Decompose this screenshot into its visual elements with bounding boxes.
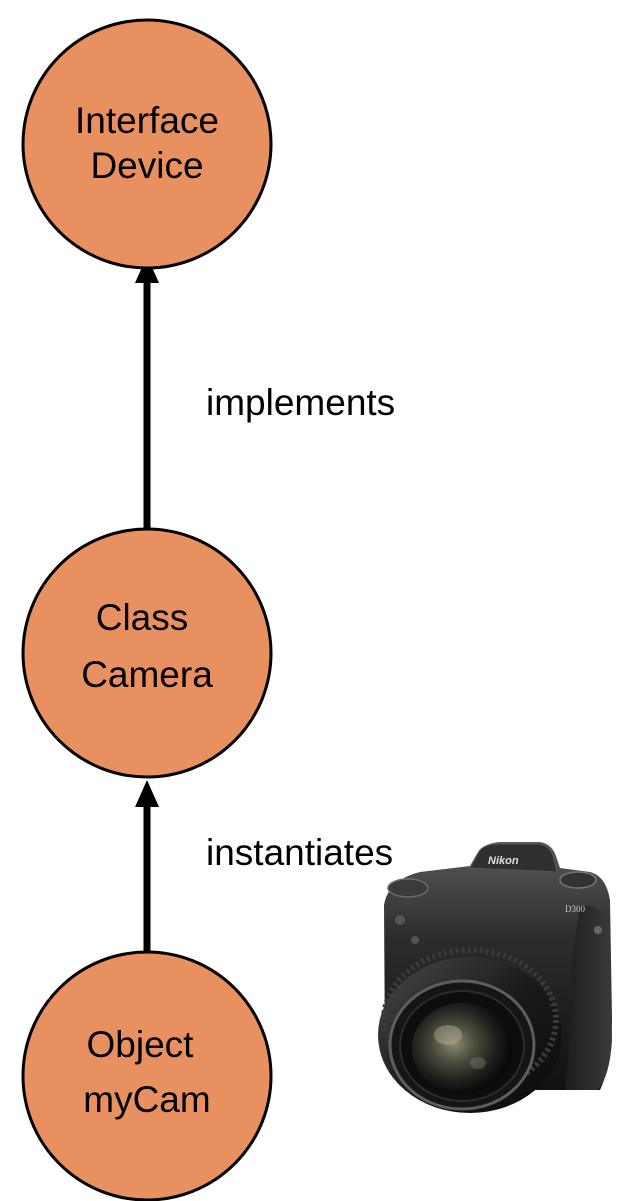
object-mycam-line2: myCam bbox=[83, 1079, 210, 1120]
interface-device-circle bbox=[21, 18, 273, 270]
edge-implements: implements bbox=[135, 256, 395, 528]
lens-glass bbox=[412, 1003, 512, 1093]
node-object-mycam: Object myCam bbox=[21, 950, 273, 1201]
instantiates-arrow-head bbox=[135, 780, 159, 807]
camera-brand-text: Nikon bbox=[488, 855, 519, 867]
camera-grip bbox=[565, 905, 612, 1090]
node-class-camera: Class Camera bbox=[21, 527, 273, 779]
implements-label: implements bbox=[206, 382, 395, 423]
instantiates-label: instantiates bbox=[206, 832, 393, 873]
edge-instantiates: instantiates bbox=[135, 780, 393, 955]
class-camera-circle bbox=[21, 527, 273, 779]
node-interface-device: Interface Device bbox=[21, 18, 273, 270]
mode-dial bbox=[387, 878, 429, 898]
body-button-1 bbox=[395, 915, 405, 925]
camera-icon: Nikon D300 bbox=[378, 842, 612, 1113]
object-mycam-line1: Object bbox=[87, 1024, 195, 1065]
object-mycam-circle bbox=[21, 950, 273, 1201]
class-camera-line2: Camera bbox=[81, 654, 213, 695]
body-button-2 bbox=[411, 936, 419, 944]
command-dial bbox=[559, 871, 597, 889]
pentaprism bbox=[469, 843, 558, 873]
class-camera-line1: Class bbox=[96, 597, 189, 638]
body-button-3 bbox=[594, 926, 602, 934]
camera-model-text: D300 bbox=[565, 904, 585, 914]
lens-reflection bbox=[434, 1025, 462, 1045]
interface-device-line2: Device bbox=[90, 145, 203, 186]
interface-device-line1: Interface bbox=[75, 100, 219, 141]
lens-reflection-small bbox=[470, 1057, 486, 1069]
